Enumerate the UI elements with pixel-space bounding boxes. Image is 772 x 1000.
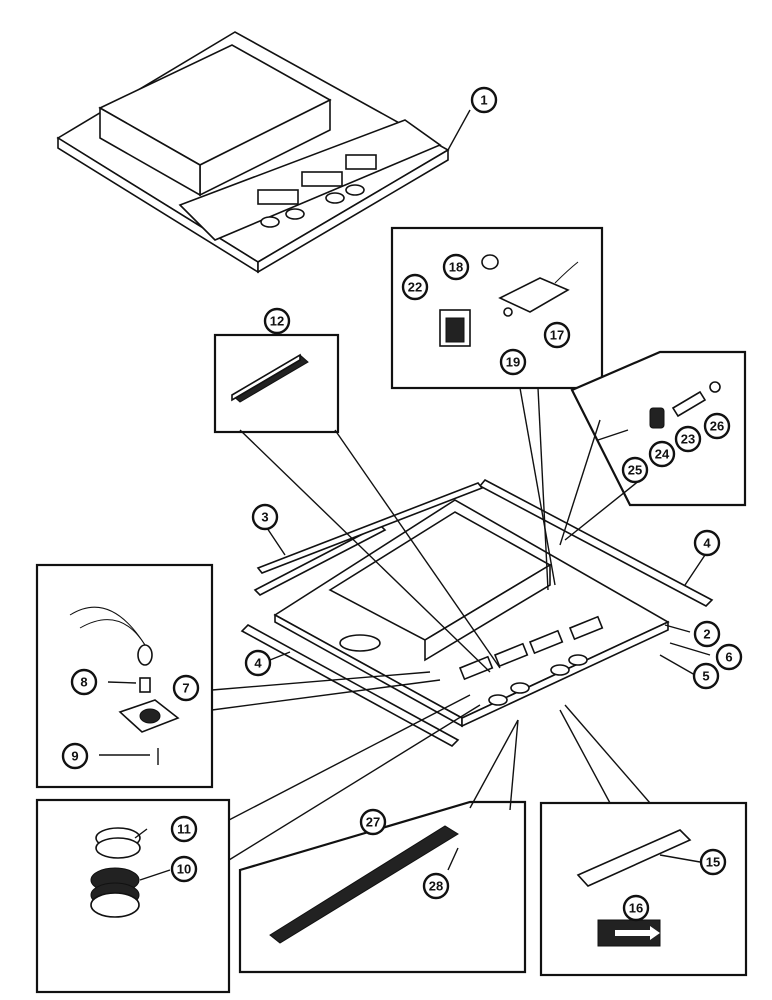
svg-text:26: 26: [710, 419, 724, 434]
svg-text:9: 9: [71, 749, 78, 764]
callout-6: 6: [715, 643, 743, 671]
svg-text:28: 28: [429, 879, 443, 894]
svg-text:4: 4: [254, 656, 262, 671]
callout-26: 26: [703, 412, 731, 440]
callout-24: 24: [648, 440, 676, 468]
callout-17: 17: [543, 321, 571, 349]
inset-part-12: [213, 333, 501, 673]
inset-parts-17-22: [390, 226, 604, 591]
inset-parts-27-28: [238, 719, 527, 974]
svg-text:10: 10: [177, 862, 191, 877]
callout-15: 15: [699, 848, 727, 876]
callout-3: 3: [251, 503, 279, 531]
svg-text:3: 3: [261, 510, 268, 525]
svg-text:2: 2: [703, 627, 710, 642]
svg-text:23: 23: [681, 432, 695, 447]
callout-11: 11: [170, 815, 198, 843]
callout-25: 25: [621, 456, 649, 484]
callout-19: 19: [499, 348, 527, 376]
callout-23: 23: [674, 425, 702, 453]
callout-7: 7: [172, 674, 200, 702]
callout-9: 9: [61, 742, 89, 770]
callout-8: 8: [70, 668, 98, 696]
top-panel-assembly: [56, 31, 471, 274]
inset-parts-15-16: [539, 704, 748, 977]
callout-10: 10: [170, 855, 198, 883]
svg-text:12: 12: [270, 314, 284, 329]
callout-12: 12: [263, 307, 291, 335]
callout-22: 22: [401, 273, 429, 301]
callout-1: 1: [470, 86, 498, 114]
svg-text:7: 7: [182, 681, 189, 696]
svg-text:16: 16: [629, 901, 643, 916]
inset-parts-10-11: [35, 694, 481, 994]
svg-text:11: 11: [177, 822, 191, 837]
callout-4-right: 4: [693, 529, 721, 557]
svg-text:22: 22: [408, 280, 422, 295]
svg-text:6: 6: [725, 650, 732, 665]
leader-lines: [99, 524, 711, 881]
main-panel-assembly: [240, 478, 714, 747]
svg-text:15: 15: [706, 855, 720, 870]
callout-5: 5: [692, 662, 720, 690]
svg-text:17: 17: [550, 328, 564, 343]
callout-18: 18: [442, 253, 470, 281]
svg-text:25: 25: [628, 463, 642, 478]
svg-text:5: 5: [702, 669, 709, 684]
callout-28: 28: [422, 872, 450, 900]
inset-parts-23-26: [559, 350, 747, 546]
callout-4-left: 4: [244, 649, 272, 677]
svg-text:1: 1: [480, 93, 487, 108]
svg-text:24: 24: [655, 447, 670, 462]
callout-16: 16: [622, 894, 650, 922]
svg-text:19: 19: [506, 355, 520, 370]
svg-text:18: 18: [449, 260, 463, 275]
callout-27: 27: [359, 808, 387, 836]
svg-text:4: 4: [703, 536, 711, 551]
svg-text:8: 8: [80, 675, 87, 690]
callout-2: 2: [693, 620, 721, 648]
svg-text:27: 27: [366, 815, 380, 830]
